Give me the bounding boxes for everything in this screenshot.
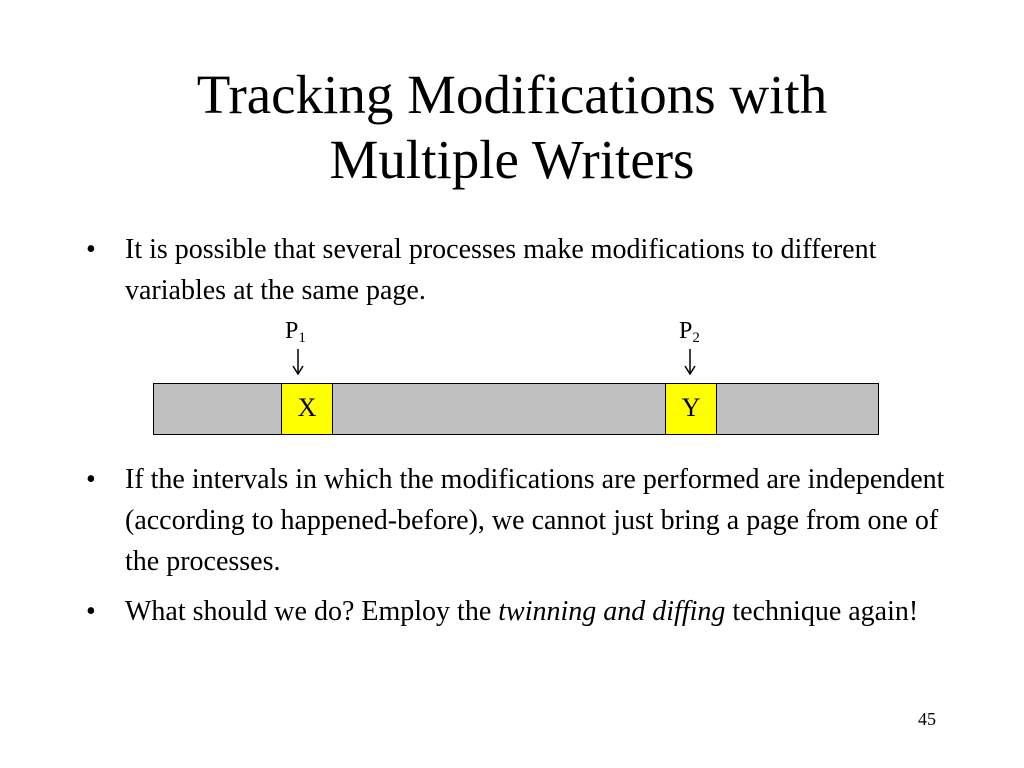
title-line-2: Multiple Writers	[329, 129, 695, 190]
bullet-text: If the intervals in which the modificati…	[125, 464, 945, 577]
bullet-marker: •	[86, 464, 96, 495]
process-2-letter: P	[679, 318, 693, 344]
shared-page-bar	[153, 383, 879, 435]
arrow-down-icon	[684, 349, 696, 376]
bullet-marker: •	[86, 234, 96, 265]
bullet-text-before: What should we do? Employ the	[125, 596, 499, 627]
arrow-down-icon	[292, 349, 304, 376]
bullet-text-after: technique again!	[725, 596, 919, 627]
process-2-subscript: 2	[692, 330, 700, 346]
process-2-label: P2	[679, 316, 700, 346]
process-1-label: P1	[285, 316, 306, 346]
title-line-1: Tracking Modifications with	[196, 64, 828, 125]
process-1-subscript: 1	[298, 330, 306, 346]
bullet-marker: •	[86, 596, 96, 627]
process-1-letter: P	[285, 318, 299, 344]
variable-x-cell: X	[281, 383, 333, 435]
bullet-text: It is possible that several processes ma…	[125, 234, 877, 306]
variable-y-label: Y	[681, 393, 701, 422]
bullet-item-2: • If the intervals in which the modifica…	[86, 459, 956, 582]
bullet-item-3: • What should we do? Employ the twinning…	[86, 591, 956, 632]
bullet-emphasis: twinning and diffing	[498, 596, 726, 627]
slide-title: Tracking Modifications with Multiple Wri…	[0, 62, 1024, 192]
bullet-item-1: • It is possible that several processes …	[86, 229, 956, 311]
variable-x-label: X	[297, 393, 317, 422]
variable-y-cell: Y	[665, 383, 717, 435]
slide-page-number: 45	[918, 709, 936, 729]
